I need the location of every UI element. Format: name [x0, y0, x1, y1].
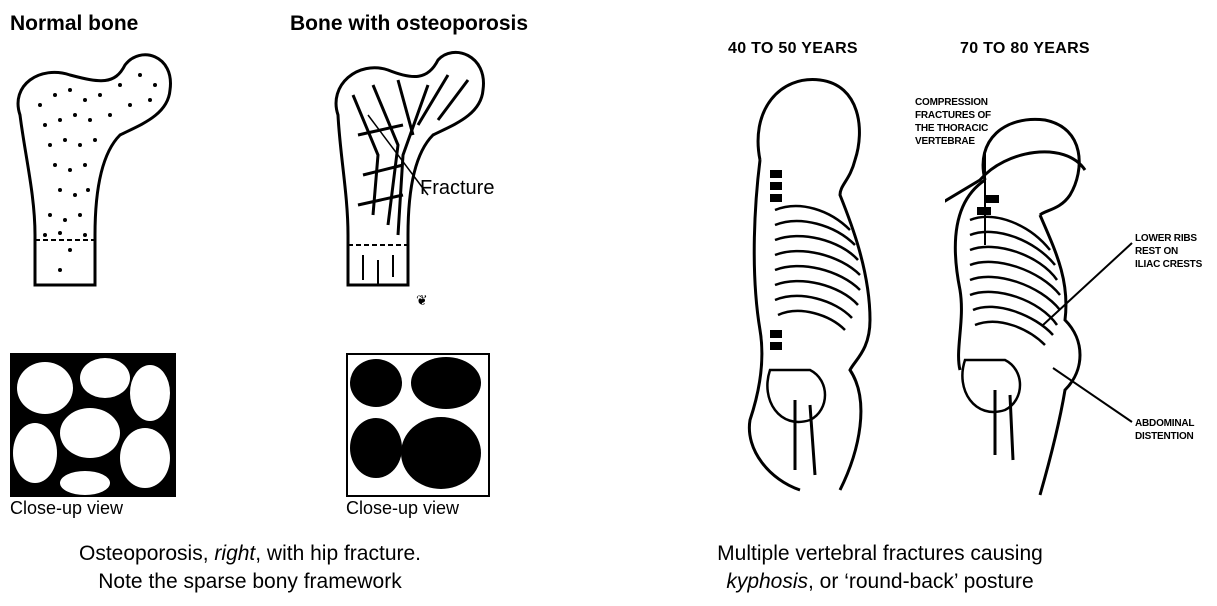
right-caption-line1: Multiple vertebral fractures causing [680, 540, 1080, 568]
lower-ribs-leader-line [1040, 240, 1135, 330]
normal-bone-label: Normal bone [10, 12, 138, 36]
osteoporosis-closeup-view [346, 353, 490, 497]
right-caption: Multiple vertebral fractures causing kyp… [680, 540, 1080, 596]
abdominal-distention-annotation: ABDOMINAL DISTENTION [1135, 417, 1194, 443]
age-young-label: 40 TO 50 YEARS [728, 40, 858, 58]
normal-femur-illustration [0, 45, 200, 335]
normal-closeup-caption: Close-up view [10, 498, 123, 519]
osteoporosis-closeup-caption: Close-up view [346, 498, 459, 519]
compression-fractures-annotation: COMPRESSION FRACTURES OF THE THORACIC VE… [915, 96, 991, 148]
osteoporosis-bone-label: Bone with osteoporosis [290, 12, 528, 36]
left-caption-line2: Note the sparse bony framework [60, 568, 440, 596]
young-figure-illustration [740, 70, 890, 500]
left-caption-line1: Osteoporosis, right, with hip fracture. [60, 540, 440, 568]
lower-ribs-annotation: LOWER RIBS REST ON ILIAC CRESTS [1135, 232, 1202, 271]
right-caption-line2: kyphosis, or ‘round-back’ posture [680, 568, 1080, 596]
left-caption: Osteoporosis, right, with hip fracture. … [60, 540, 440, 596]
abdominal-leader-line [1050, 365, 1135, 425]
svg-text:❦: ❦ [416, 292, 428, 308]
normal-closeup-view [10, 353, 176, 497]
age-old-label: 70 TO 80 YEARS [960, 40, 1090, 58]
fracture-label: Fracture [420, 177, 494, 200]
compression-leader-line [975, 150, 995, 250]
